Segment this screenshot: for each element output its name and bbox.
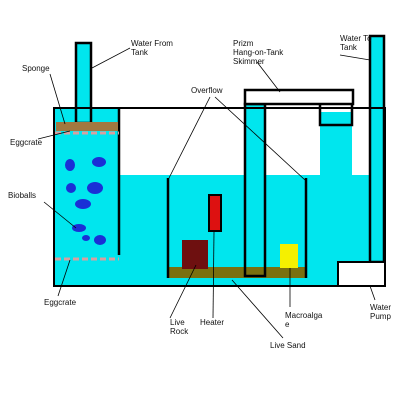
label-heater: Heater (200, 318, 224, 327)
label-overflow: Overflow (191, 86, 223, 95)
heater (208, 194, 222, 232)
water-pump (337, 261, 386, 287)
leader-water-pump (369, 285, 376, 301)
leader-heater (212, 231, 215, 319)
bioball (75, 199, 91, 209)
filter-chamber-water (54, 108, 119, 286)
leader-eggcrate-bottom (57, 259, 71, 297)
leader-lines (37, 47, 376, 339)
leader-overflow-right (214, 96, 306, 181)
bioball (94, 235, 106, 245)
leader-water-from-tank (91, 47, 131, 69)
leader-skimmer (256, 61, 281, 93)
bioball (65, 159, 75, 171)
label-eggcrate-top: Eggcrate (10, 138, 43, 147)
inlet-pipe-water (76, 43, 91, 108)
overflow-box-water (245, 104, 265, 276)
label-live-sand: Live Sand (270, 341, 306, 350)
bioball (92, 157, 106, 167)
live-sand-bed (168, 267, 306, 278)
label-bioballs: Bioballs (8, 191, 36, 200)
leader-overflow-left (167, 96, 211, 181)
leader-live-sand (231, 279, 284, 339)
leader-live-rock (169, 264, 197, 319)
bioball (72, 224, 86, 232)
bioball (87, 182, 103, 194)
skimmer-body (243, 88, 355, 106)
outlet-pipe-water (370, 36, 384, 260)
live-rock (182, 240, 208, 269)
skimmer-water (320, 112, 352, 175)
label-eggcrate-bottom: Eggcrate (44, 298, 77, 307)
leader-water-to-tank (339, 54, 371, 61)
bioball (82, 235, 90, 241)
leader-eggcrate-top (37, 130, 71, 140)
label-sponge: Sponge (22, 64, 50, 73)
leader-bioballs (43, 201, 77, 229)
bioball (66, 183, 76, 193)
leader-sponge (49, 73, 66, 125)
macroalgae (280, 244, 298, 268)
sponge (56, 122, 118, 131)
skimmer-hang-arm (318, 104, 354, 127)
